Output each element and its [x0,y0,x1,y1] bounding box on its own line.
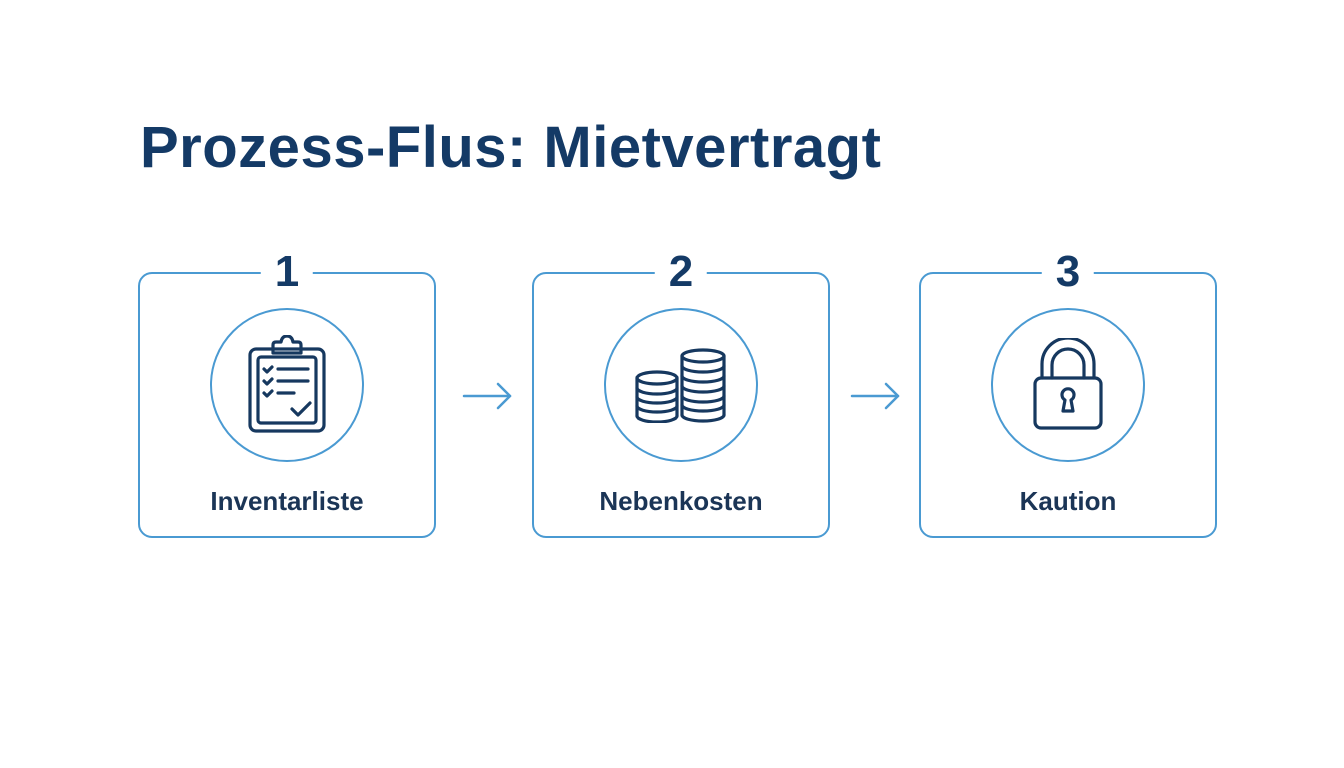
icon-circle [991,308,1145,462]
padlock-icon [1033,338,1103,430]
step-label: Nebenkosten [599,486,763,516]
diagram-title: Prozess-Flus: Mietvertragt [140,115,882,180]
clipboard-checklist-icon [248,335,326,433]
step-number: 1 [260,238,314,306]
icon-circle [604,308,758,462]
step-label: Kaution [1019,486,1117,516]
step-number: 2 [654,238,708,306]
step-card-kaution: 3 Kaution [919,238,1217,538]
coin-stacks-icon [635,348,726,423]
step-card-inventarliste: 1 Inventarliste [138,238,436,538]
arrow-right-icon [850,382,900,410]
step-number: 3 [1041,238,1095,306]
arrow-right-icon [462,382,512,410]
step-card-nebenkosten: 2 Nebenkosten [532,238,830,538]
step-label: Inventarliste [210,486,364,516]
icon-circle [210,308,364,462]
